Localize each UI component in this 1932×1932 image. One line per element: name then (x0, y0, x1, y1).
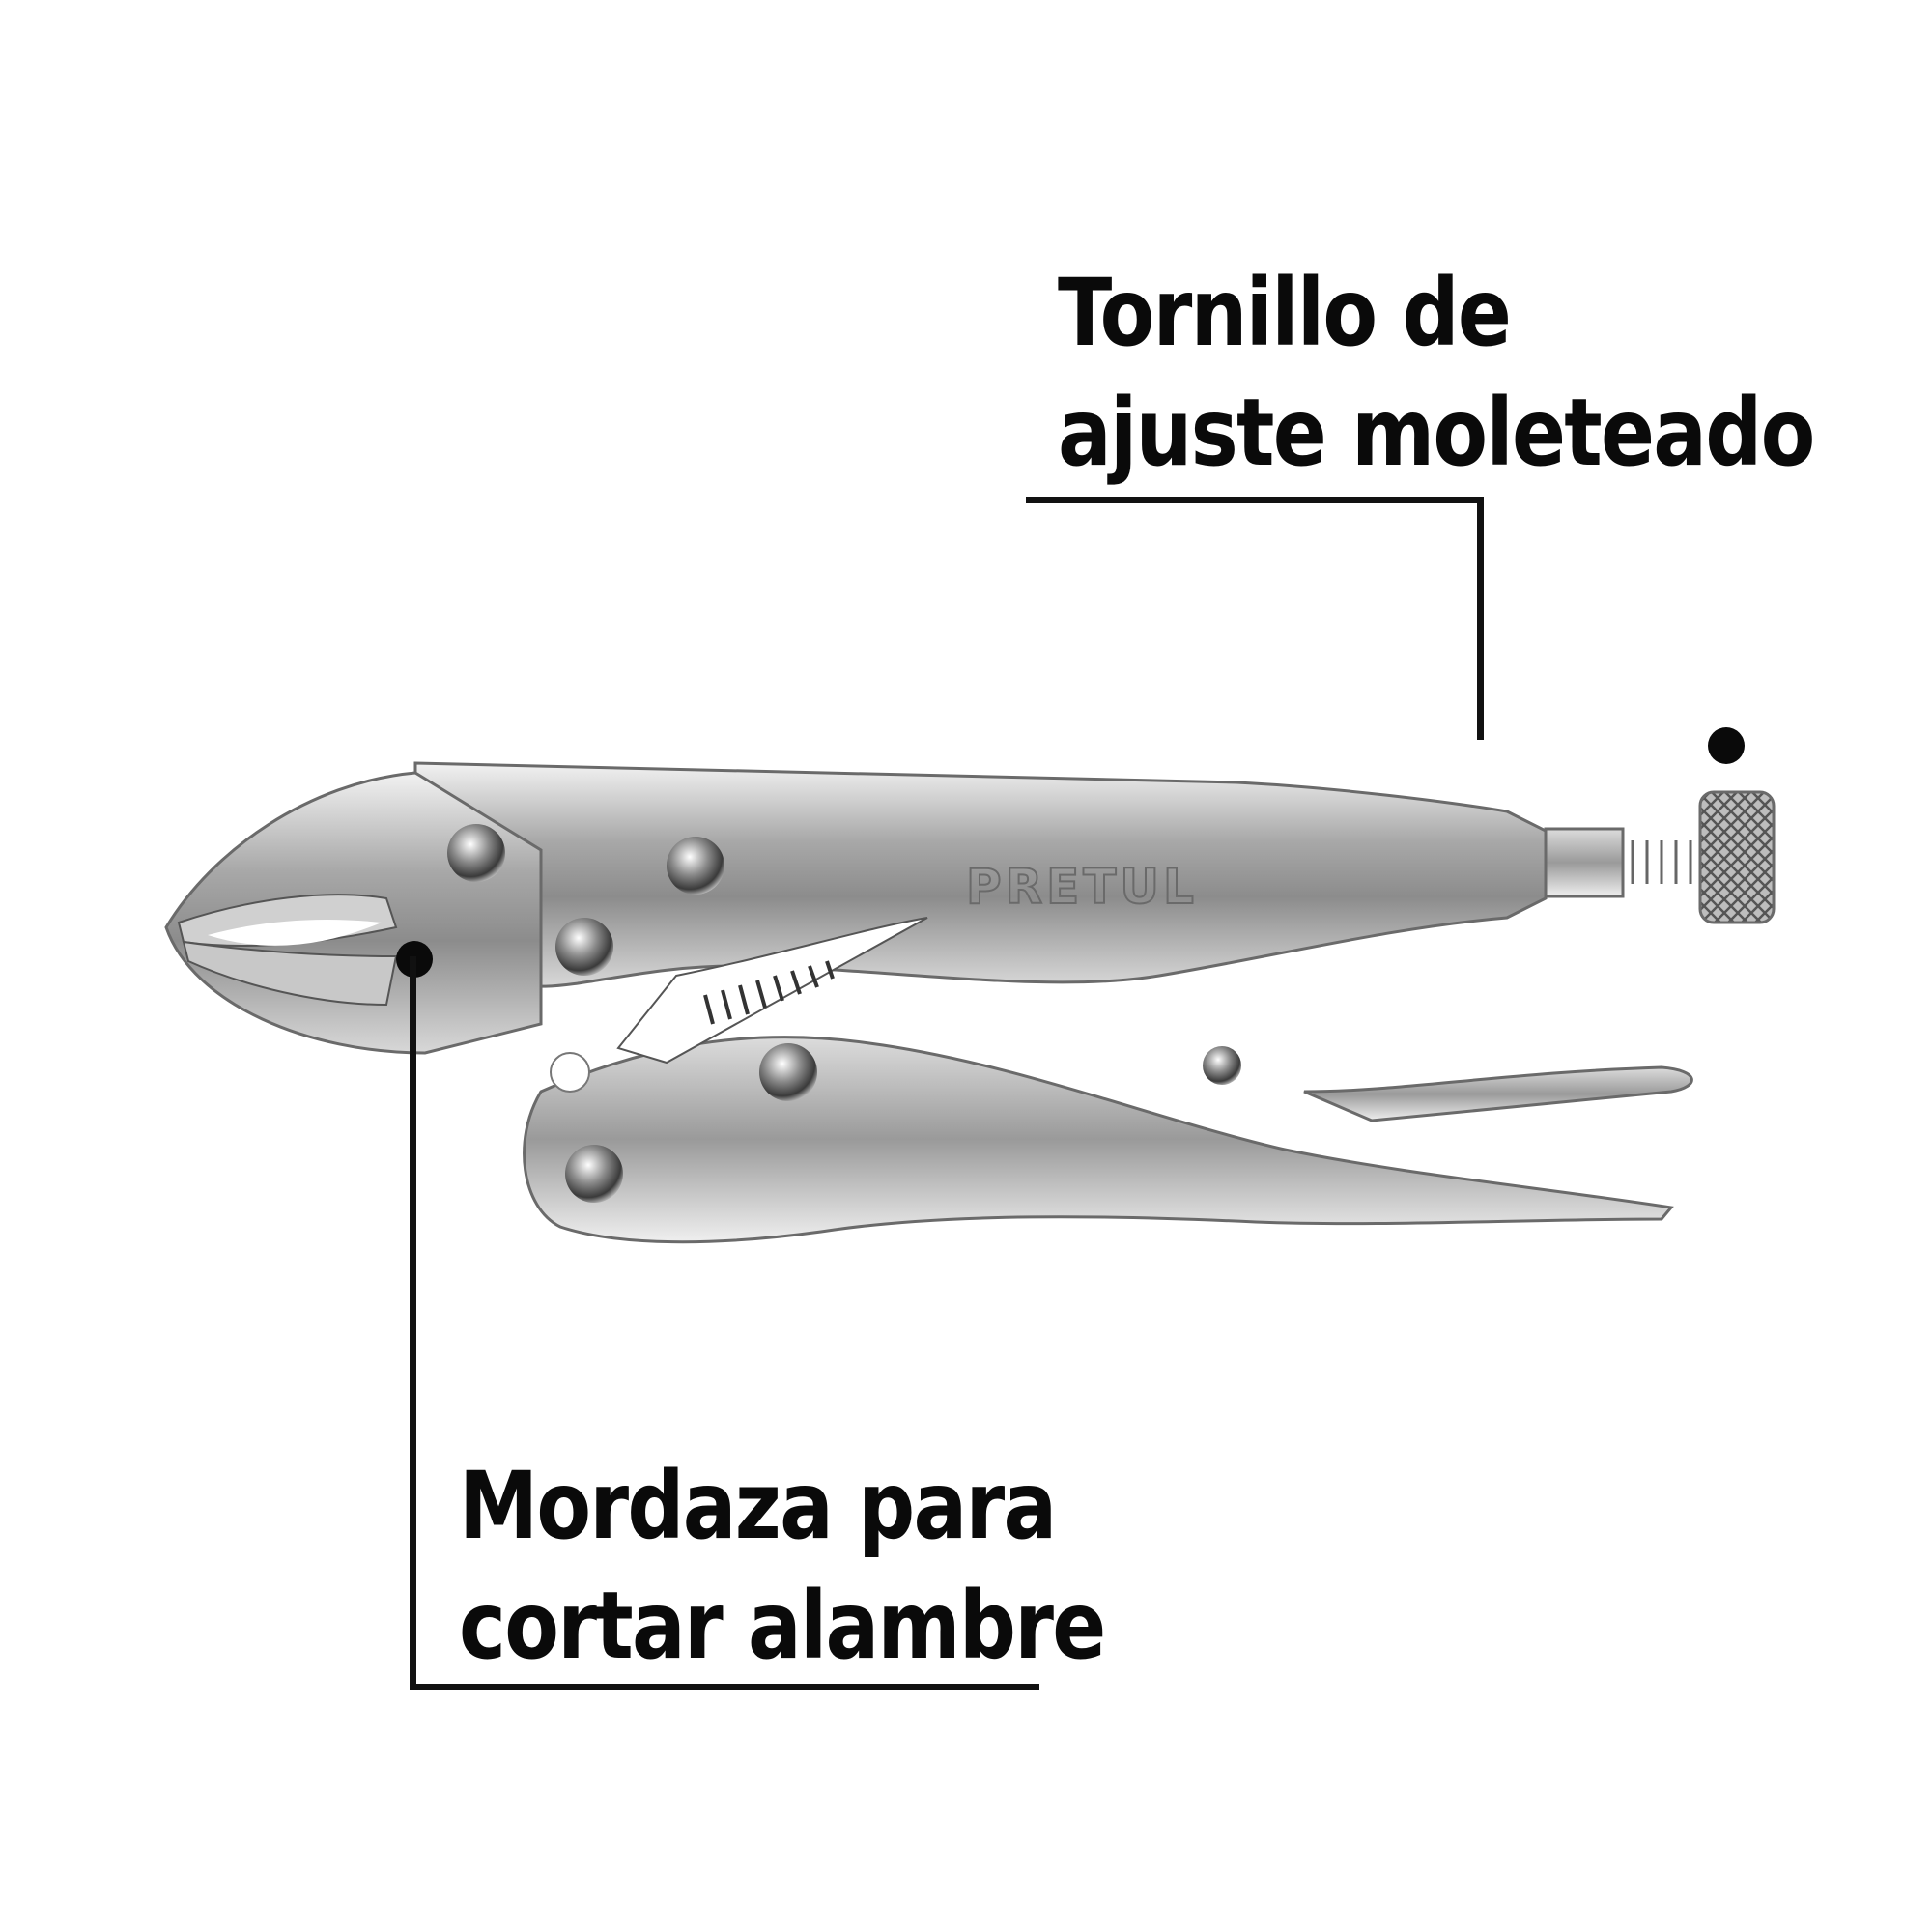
leader-line-vertical (410, 956, 416, 1690)
callout-label-adjust-screw: Tornillo de ajuste moleteado (1058, 253, 1815, 493)
callout-label-wire-cutter-jaw: Mordaza para cortar alambre (459, 1446, 1106, 1686)
rivet (759, 1043, 817, 1101)
brand-engraving: PRETUL (966, 859, 1198, 915)
callout-line-1: Mordaza para (459, 1452, 1057, 1560)
upper-handle (413, 761, 1548, 988)
knurled-screw-knob (1698, 790, 1776, 924)
leader-line-horizontal (410, 1684, 1039, 1690)
leader-line-vertical (1477, 497, 1484, 740)
rivet (667, 837, 724, 895)
rivet (447, 824, 505, 882)
callout-line-2: ajuste moleteado (1058, 379, 1815, 487)
callout-line-1: Tornillo de (1058, 259, 1512, 367)
lower-handle (523, 1036, 1674, 1244)
callout-line-2: cortar alambre (459, 1572, 1106, 1680)
leader-dot-adjust-screw (1708, 727, 1745, 764)
rivet (555, 918, 613, 976)
leader-line-horizontal (1026, 497, 1484, 503)
rivet (565, 1145, 623, 1203)
